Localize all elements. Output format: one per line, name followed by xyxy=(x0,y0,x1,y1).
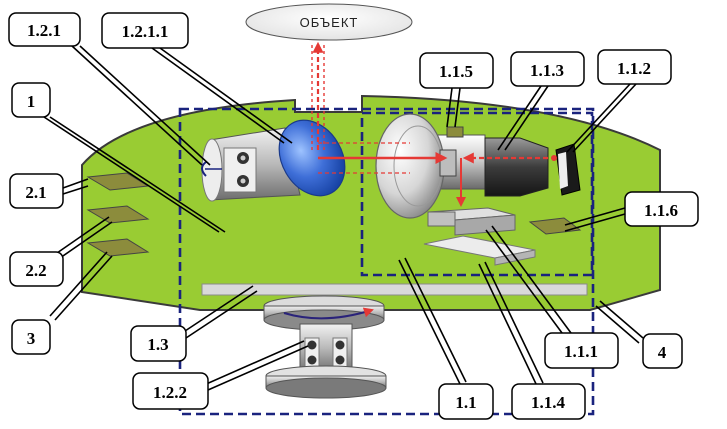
scan-mirror xyxy=(278,119,346,197)
rotary-platform xyxy=(201,283,588,296)
callout-1: 1 xyxy=(11,82,51,118)
callout-1-1: 1.1 xyxy=(438,383,494,420)
callout-1-3: 1.3 xyxy=(130,325,187,362)
callout-4: 4 xyxy=(642,333,683,369)
object-ellipse: ОБЪЕКТ xyxy=(245,3,413,41)
scan-mirror-assembly xyxy=(201,119,346,202)
callout-1-1-1: 1.1.1 xyxy=(544,332,619,369)
receiver-lens xyxy=(375,113,445,219)
svg-text:1.2.1.1: 1.2.1.1 xyxy=(122,22,169,41)
rotary-drive xyxy=(263,295,387,399)
svg-text:1: 1 xyxy=(27,92,36,111)
svg-text:2.2: 2.2 xyxy=(25,261,46,280)
callout-1-2-2: 1.2.2 xyxy=(132,372,209,410)
svg-text:1.1.3: 1.1.3 xyxy=(530,61,564,80)
svg-text:1.1: 1.1 xyxy=(455,393,476,412)
object-label: ОБЪЕКТ xyxy=(300,15,359,30)
callout-1-2-1: 1.2.1 xyxy=(8,12,81,47)
callout-1-1-3: 1.1.3 xyxy=(510,51,585,87)
callout-1-1-5: 1.1.5 xyxy=(419,52,494,89)
laser-beams xyxy=(311,41,548,207)
component-pad-115 xyxy=(446,126,464,138)
leader-lines xyxy=(43,45,644,391)
dashed-boundary-rangefinder xyxy=(360,111,594,277)
pad-3 xyxy=(86,238,150,257)
svg-text:1.1.5: 1.1.5 xyxy=(439,62,473,81)
callouts: 1.2.1 1.2.1.1 1.1.5 1.1.3 1.1.2 1 2.1 2 xyxy=(8,12,699,420)
svg-text:1.3: 1.3 xyxy=(147,335,168,354)
callout-2-1: 2.1 xyxy=(9,173,64,209)
svg-text:1.2.2: 1.2.2 xyxy=(153,383,187,402)
svg-text:1.1.4: 1.1.4 xyxy=(531,393,566,412)
callout-1-1-2: 1.1.2 xyxy=(597,49,672,85)
svg-text:3: 3 xyxy=(27,329,36,348)
svg-text:1.1.1: 1.1.1 xyxy=(564,342,598,361)
svg-text:1.1.2: 1.1.2 xyxy=(617,59,651,78)
svg-text:1.1.6: 1.1.6 xyxy=(644,201,678,220)
svg-text:2.1: 2.1 xyxy=(25,183,46,202)
svg-text:1.2.1: 1.2.1 xyxy=(27,21,61,40)
callout-1-1-4: 1.1.4 xyxy=(511,383,586,420)
callout-1-1-6: 1.1.6 xyxy=(624,191,699,227)
callout-2-2: 2.2 xyxy=(9,251,64,287)
svg-text:4: 4 xyxy=(658,343,667,362)
callout-3: 3 xyxy=(11,319,51,355)
pad-2-2 xyxy=(86,205,150,224)
callout-1-2-1-1: 1.2.1.1 xyxy=(101,12,189,49)
